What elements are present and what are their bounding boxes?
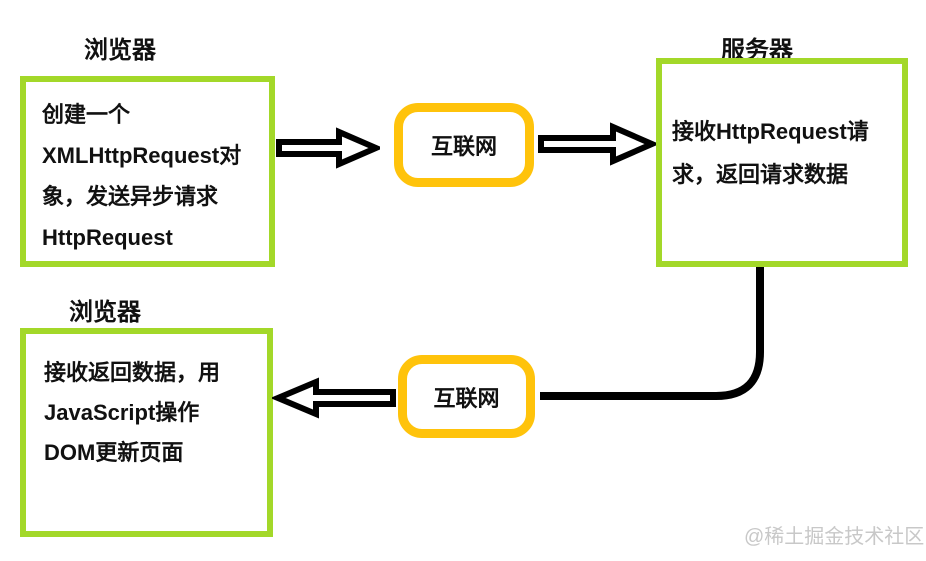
server-node: 接收HttpRequest请 求，返回请求数据	[656, 58, 908, 267]
block-arrow-left-icon	[272, 377, 396, 419]
browser-bottom-node: 接收返回数据，用 JavaScript操作 DOM更新页面	[20, 328, 273, 537]
text-line: 求，返回请求数据	[672, 162, 849, 187]
browser-bottom-label: 浏览器	[69, 299, 141, 326]
text-line: JavaScript操作	[44, 400, 200, 425]
text-line: HttpRequest	[42, 225, 173, 250]
browser-top-label: 浏览器	[84, 37, 156, 64]
text-line: XMLHttpRequest对	[42, 143, 242, 168]
browser-bottom-text: 接收返回数据，用 JavaScript操作 DOM更新页面	[26, 334, 267, 473]
text-line: 接收返回数据，用	[44, 360, 221, 385]
browser-top-text: 创建一个 XMLHttpRequest对 象，发送异步请求 HttpReques…	[26, 82, 269, 258]
internet-bottom-node: 互联网	[398, 355, 535, 438]
browser-top-node: 创建一个 XMLHttpRequest对 象，发送异步请求 HttpReques…	[20, 76, 275, 267]
block-arrow-right-icon	[538, 122, 656, 166]
internet-top-label: 互联网	[430, 134, 497, 159]
connector-curve-line	[540, 267, 764, 400]
text-line: 象，发送异步请求	[42, 184, 219, 209]
text-line: 接收HttpRequest请	[672, 119, 869, 144]
block-arrow-right-icon	[276, 127, 380, 169]
text-line: DOM更新页面	[44, 440, 184, 465]
server-text: 接收HttpRequest请 求，返回请求数据	[662, 64, 902, 196]
internet-top-node: 互联网	[394, 103, 534, 187]
internet-bottom-label: 互联网	[433, 385, 500, 411]
text-line: 创建一个	[42, 102, 131, 127]
watermark-text: @稀土掘金技术社区	[744, 526, 925, 548]
